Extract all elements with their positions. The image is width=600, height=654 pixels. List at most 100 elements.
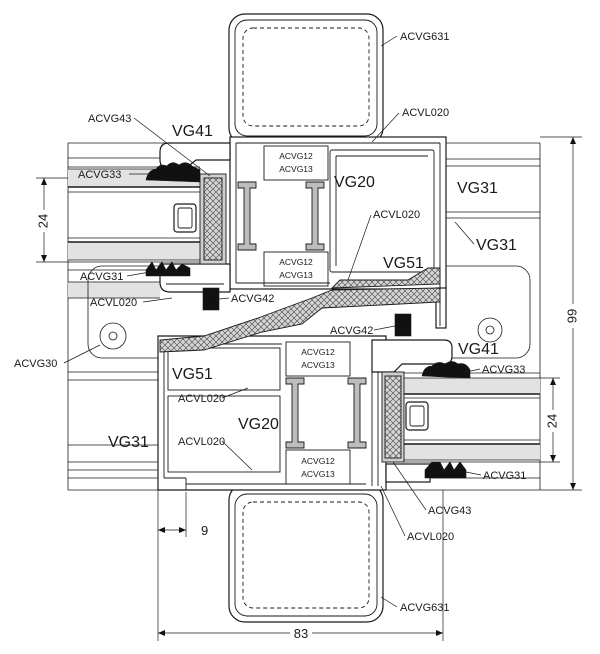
leader-acvl020-bottom-a: [221, 387, 249, 399]
screw-hole-left: [99, 322, 127, 350]
background-frame: [67, 142, 541, 491]
label-acvg33-top: ACVG33: [78, 169, 121, 181]
label-acvg12-1: ACVG12: [279, 151, 313, 161]
thermal-box-3: [285, 341, 351, 377]
top-sash-gasket-strip: [330, 267, 441, 289]
label-acvg12-2: ACVG12: [279, 257, 313, 267]
label-acvg43-bottom: ACVG43: [428, 505, 471, 517]
glass-pane-top-left-b: [68, 242, 200, 260]
bottom-cap-inner: [234, 493, 378, 617]
dim-label-offset: 9: [201, 523, 208, 538]
top-cap-outer: [228, 13, 384, 145]
top-sash-profile: [159, 136, 447, 329]
label-acvl020-mid: ACVL020: [373, 209, 420, 221]
leader-acvg43-top: [133, 117, 211, 177]
spacer-top-hatch: [203, 177, 223, 261]
top-sash-body: [229, 136, 447, 290]
label-vg41-bottom: VG41: [458, 341, 499, 358]
leader-acvl020-mid: [347, 214, 372, 281]
polyamide-strip-top-left: [237, 181, 257, 251]
label-acvg12-4: ACVG12: [301, 456, 335, 466]
leader-acvg33-bottom: [465, 368, 481, 373]
thermal-box-4: [285, 449, 351, 485]
leader-acvl020-bottom-b: [221, 440, 253, 471]
dim-label-overall-height: 99: [564, 309, 579, 323]
label-acvl020-top: ACVL020: [402, 107, 449, 119]
leader-lines: [63, 35, 482, 608]
label-acvg43-top: ACVG43: [88, 113, 131, 125]
dim-text-bg: [290, 625, 312, 641]
label-acvg31-top: ACVG31: [80, 271, 123, 283]
leader-acvl020-top: [371, 112, 400, 143]
central-gasket-band: [159, 287, 441, 353]
lock-insert-bottom: [405, 401, 429, 431]
gasket-acvg31-bottom: [424, 461, 467, 479]
rubber-gaskets: [145, 162, 471, 479]
bottom-sash-chamber-lower: [167, 395, 281, 473]
leader-acvg31-top: [126, 271, 151, 277]
glass-pane-bottom-right-b: [402, 444, 540, 460]
label-acvg13-4: ACVG13: [301, 469, 335, 479]
dim-label-glass-left: 24: [35, 214, 50, 228]
gasket-acvg31-top: [145, 261, 191, 277]
gasket-acvg33-top: [145, 162, 201, 183]
label-acvg12-3: ACVG12: [301, 347, 335, 357]
label-acvg13-2: ACVG13: [279, 270, 313, 280]
bottom-cap-outer: [228, 483, 384, 623]
lock-insert-top-inner: [177, 207, 193, 229]
top-sash-chamber: [329, 149, 435, 273]
screw-hole-right-inner: [485, 325, 495, 335]
frame-gray-band: [68, 282, 160, 298]
top-cap-dashed: [242, 27, 370, 127]
hatched-gaskets: [159, 267, 441, 353]
leader-acvg31-bottom: [465, 471, 482, 476]
bottom-sash-chamber-upper: [167, 347, 281, 391]
label-vg41-top: VG41: [172, 123, 213, 140]
label-acvg30: ACVG30: [14, 358, 57, 370]
bottom-sash-profile: [157, 335, 453, 491]
leader-acvl020-bottom-c: [380, 485, 406, 537]
glass-pane-bottom-right-a: [402, 378, 540, 394]
glazing-bead-top: [159, 142, 231, 169]
label-vg51-top: VG51: [383, 255, 424, 272]
top-cap: [228, 13, 384, 145]
label-acvg13-3: ACVG13: [301, 360, 335, 370]
dimension-labels: 24 99 24 9 83: [35, 214, 579, 641]
top-sash-right-wall: [435, 287, 447, 329]
polyamide-strip-bottom-right: [347, 377, 367, 449]
label-acvg42-left: ACVG42: [231, 293, 274, 305]
label-vg31-top-a: VG31: [457, 180, 498, 197]
gasket-acvg42-left: [202, 287, 220, 311]
label-acvl020-bottom-c: ACVL020: [407, 531, 454, 543]
label-acvl020-bottom-b: ACVL020: [178, 436, 225, 448]
leader-vg31-top: [454, 221, 475, 245]
screw-hole-right: [477, 317, 503, 343]
leader-acvg43-bottom: [392, 461, 427, 511]
polyamide-strip-bottom-left: [285, 377, 305, 449]
polyamide-strip-top-right: [305, 181, 325, 251]
label-acvg31-bottom: ACVG31: [483, 470, 526, 482]
gasket-acvg33-bottom: [421, 361, 471, 379]
label-acvg13-1: ACVG13: [279, 164, 313, 174]
label-vg20-bottom: VG20: [238, 416, 279, 433]
label-vg51-bottom: VG51: [172, 366, 213, 383]
bottom-cap: [228, 483, 384, 623]
leader-acvg42-left: [218, 297, 230, 300]
thermal-box-1: [263, 145, 329, 181]
leader-acvl020-left: [142, 297, 173, 303]
top-cap-inner: [234, 19, 378, 137]
lock-insert-top: [173, 203, 197, 233]
lock-insert-bottom-inner: [409, 405, 425, 427]
dim-label-overall-width: 83: [294, 626, 308, 641]
thermal-box-2: [263, 251, 329, 287]
label-acvg33-bottom: ACVG33: [482, 364, 525, 376]
label-vg20-top: VG20: [334, 174, 375, 191]
label-acvl020-left: ACVL020: [90, 297, 137, 309]
label-acvl020-bottom-a: ACVL020: [178, 393, 225, 405]
spacer-bottom-hatch: [384, 375, 402, 459]
dim-text-bg: [546, 410, 560, 432]
label-vg31-top-b: VG31: [476, 237, 517, 254]
leader-acvg30: [63, 344, 101, 364]
dim-text-bg: [37, 210, 51, 232]
